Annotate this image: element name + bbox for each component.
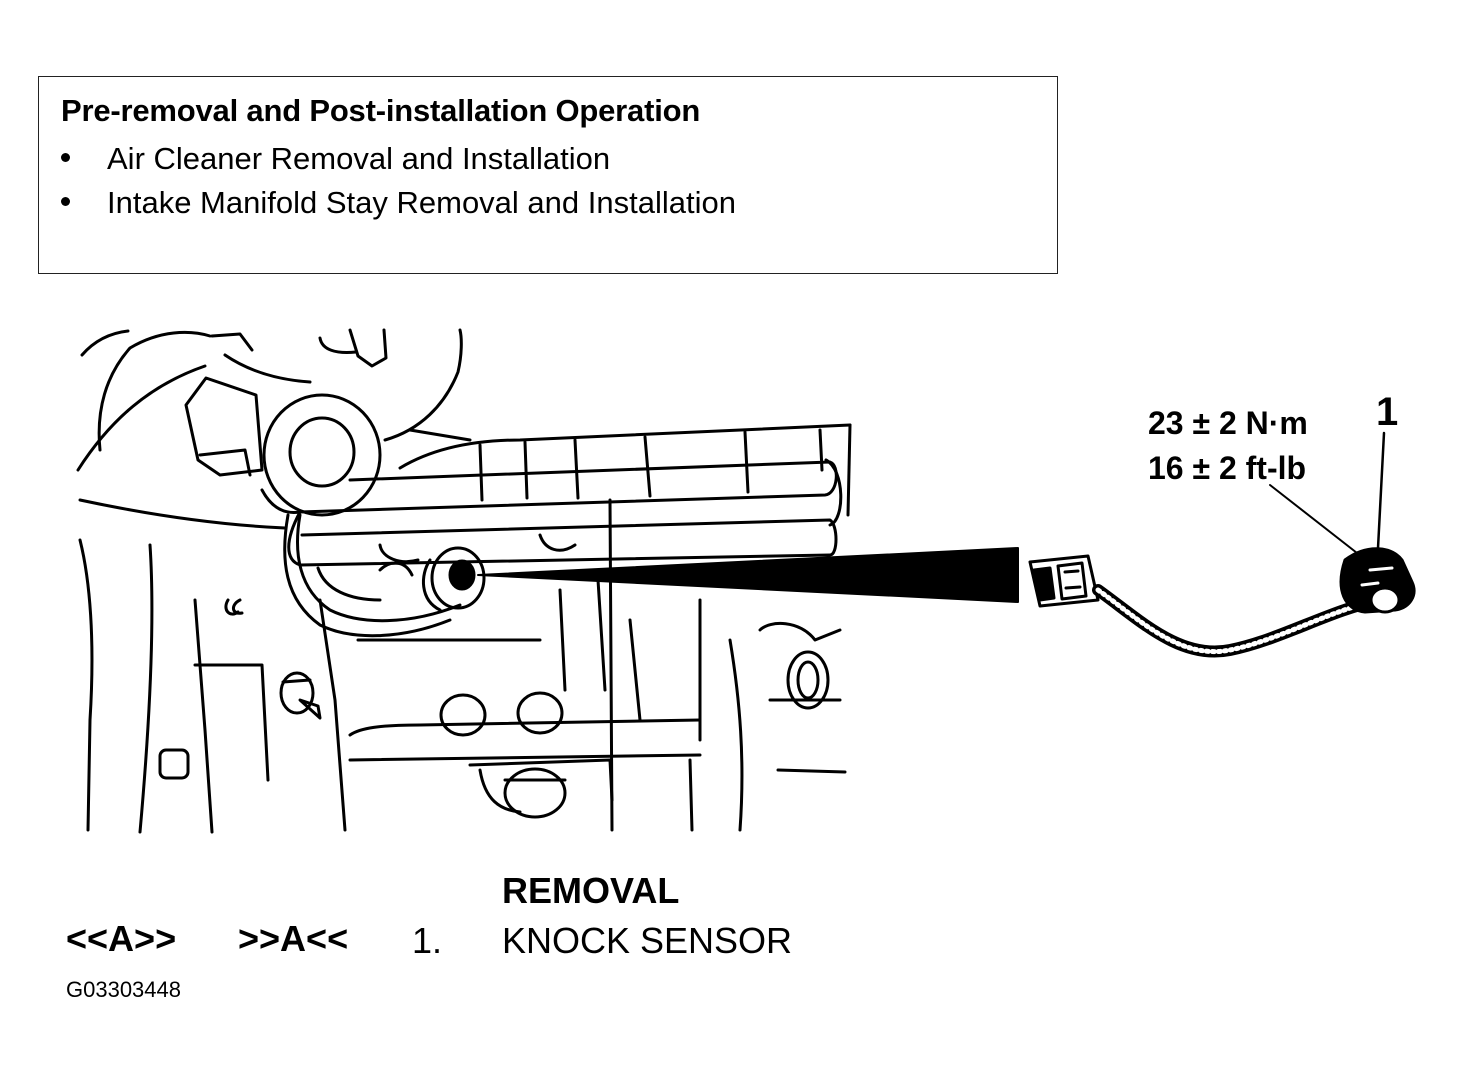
box-title: Pre-removal and Post-installation Operat… (61, 93, 701, 128)
callout-leader-line (1376, 431, 1386, 550)
install-mark: >>A<< (238, 918, 349, 959)
knock-sensor-icon (1028, 547, 1416, 658)
bullet-item-air-cleaner: Air Cleaner Removal and Installation (61, 141, 610, 177)
removal-mark: <<A>> (66, 918, 177, 959)
torque-metric-label: 23 ± 2 N·m (1148, 405, 1308, 441)
figure-code: G03303448 (66, 977, 181, 1002)
item-number: 1. (412, 920, 443, 961)
torque-imperial-label: 16 ± 2 ft-lb (1148, 450, 1307, 486)
zoom-wedge (477, 547, 1019, 603)
item-name: KNOCK SENSOR (502, 920, 793, 961)
callout-number: 1 (1376, 390, 1399, 434)
torque-leader-line (1269, 484, 1358, 554)
bullet-item-intake-manifold-stay: Intake Manifold Stay Removal and Install… (61, 185, 736, 221)
engine-block (76, 328, 852, 834)
removal-heading: REMOVAL (502, 870, 680, 911)
pre-removal-box: Pre-removal and Post-installation Operat… (38, 76, 1058, 274)
